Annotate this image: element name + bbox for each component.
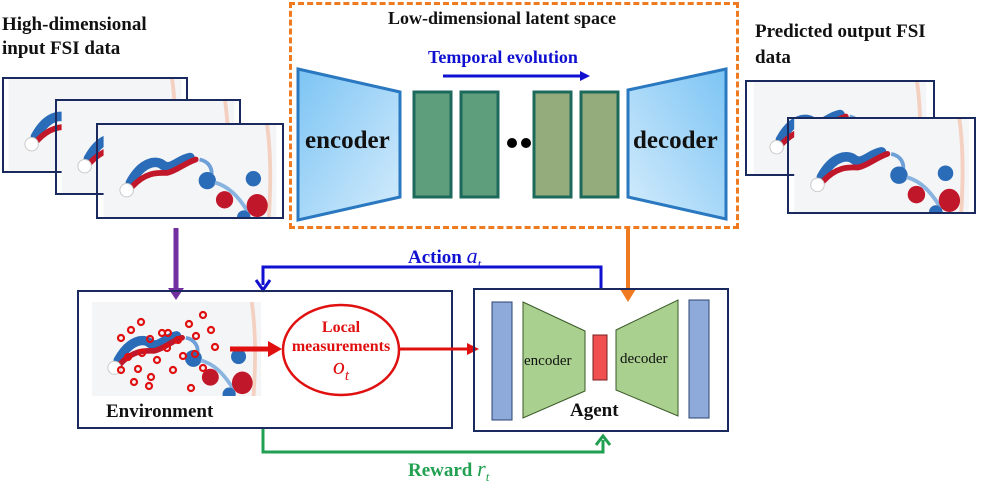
temporal-arrow	[443, 71, 590, 81]
agent-latent-layer	[592, 334, 608, 381]
sensor-point	[136, 317, 146, 327]
agent-label: Agent	[570, 400, 619, 421]
reward-arrow	[261, 428, 612, 454]
temporal-evolution-label: Temporal evolution	[428, 47, 578, 67]
sensor-point	[198, 310, 208, 320]
agent-network	[491, 299, 710, 421]
environment-snapshot	[83, 302, 270, 396]
reward-label: Reward rt	[408, 456, 489, 485]
sensor-point	[198, 363, 208, 373]
sensor-point	[123, 352, 133, 362]
agent-output-layer	[688, 299, 710, 419]
agent-box	[473, 288, 729, 432]
latent-space-title: Low-dimensional latent space	[388, 8, 617, 28]
environment-box	[77, 290, 453, 429]
action-subscript: t	[477, 255, 482, 271]
sensor-points	[116, 310, 220, 393]
latent-decoder-block	[626, 67, 728, 221]
sensor-point	[144, 381, 154, 391]
reward-text: Reward	[408, 460, 473, 481]
sensor-point	[163, 328, 173, 338]
action-label: Action at	[408, 243, 481, 272]
output-title: Predicted output FSI data	[755, 19, 926, 71]
measurement-line1: Local	[321, 319, 361, 336]
reward-symbol: r	[477, 456, 486, 481]
latent-diagram	[296, 67, 728, 222]
input-title-line2: input FSI data	[2, 38, 121, 59]
output-title-line2: data	[755, 47, 791, 68]
sensor-point	[184, 319, 194, 329]
sensor-point	[173, 335, 183, 345]
sensor-point	[210, 342, 220, 352]
input-title: High-dimensional input FSI data	[2, 13, 147, 61]
agent-decoder-block	[615, 299, 679, 417]
latent-space-box	[289, 2, 739, 229]
agent-encoder-label: encoder	[524, 353, 572, 369]
measurement-diagram	[230, 303, 479, 397]
sensor-point	[152, 355, 162, 365]
sensor-point	[145, 334, 155, 344]
input-snapshot-3	[96, 123, 284, 219]
ellipsis-dot-2	[521, 138, 531, 148]
snapshot-to-measurement-arrow	[230, 341, 282, 357]
latent-encoder-label: encoder	[305, 127, 390, 154]
latent-encoder-block	[296, 67, 402, 222]
agent-decoder-label: decoder	[620, 351, 668, 367]
agent-encoder-block	[522, 301, 586, 419]
agent-input-layer	[491, 301, 513, 421]
sensor-point	[126, 325, 136, 335]
sensor-point	[146, 372, 156, 382]
sensor-point	[178, 351, 188, 361]
sensor-point	[186, 383, 196, 393]
latent-block-2	[459, 90, 500, 199]
environment-label: Environment	[106, 401, 214, 422]
output-snapshot-2	[787, 117, 976, 214]
latent-block-1	[412, 90, 453, 199]
action-text: Action	[408, 247, 462, 268]
reward-subscript: t	[485, 468, 490, 484]
sensor-point	[168, 365, 178, 375]
measurement-line2: measurements	[291, 338, 391, 355]
output-title-line1: Predicted output FSI	[755, 21, 926, 42]
sensor-point	[206, 325, 216, 335]
action-symbol: a	[466, 243, 478, 268]
input-title-line1: High-dimensional	[2, 14, 147, 35]
measurement-symbol: ot	[332, 354, 350, 384]
sensor-point	[162, 343, 172, 353]
latent-decoder-label: decoder	[633, 127, 718, 154]
sensor-point	[137, 348, 147, 358]
sensor-point	[116, 365, 126, 375]
latent-block-4	[579, 90, 620, 199]
sensor-point	[190, 349, 200, 359]
ellipsis-dot-1	[507, 138, 517, 148]
local-measurements-label: Local measurements ot	[286, 318, 396, 387]
sensor-point	[191, 331, 201, 341]
sensor-point	[129, 377, 139, 387]
latent-block-3	[532, 90, 573, 199]
sensor-point	[116, 333, 126, 343]
measurement-to-agent-arrow	[399, 343, 479, 355]
latent-to-agent-arrow	[620, 229, 636, 302]
sensor-point	[133, 364, 143, 374]
